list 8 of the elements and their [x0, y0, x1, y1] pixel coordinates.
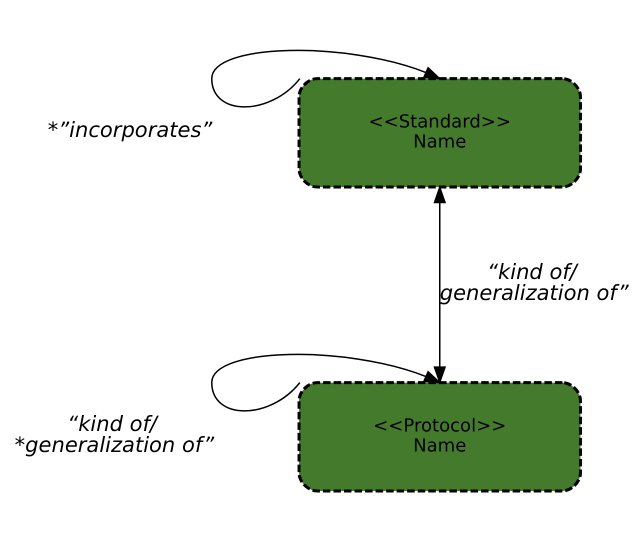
node-box: <<Standard>> Name [298, 77, 582, 188]
arrow [211, 354, 442, 412]
node-box: <<Protocol>> Name [298, 381, 582, 492]
edge-label: *”incorporates” [48, 116, 212, 142]
arrow [211, 50, 442, 108]
edge-label: “kind of/ *generalization of” [14, 411, 214, 458]
arrow [433, 185, 446, 384]
edge-label: “kind of/ generalization of” [440, 259, 629, 306]
